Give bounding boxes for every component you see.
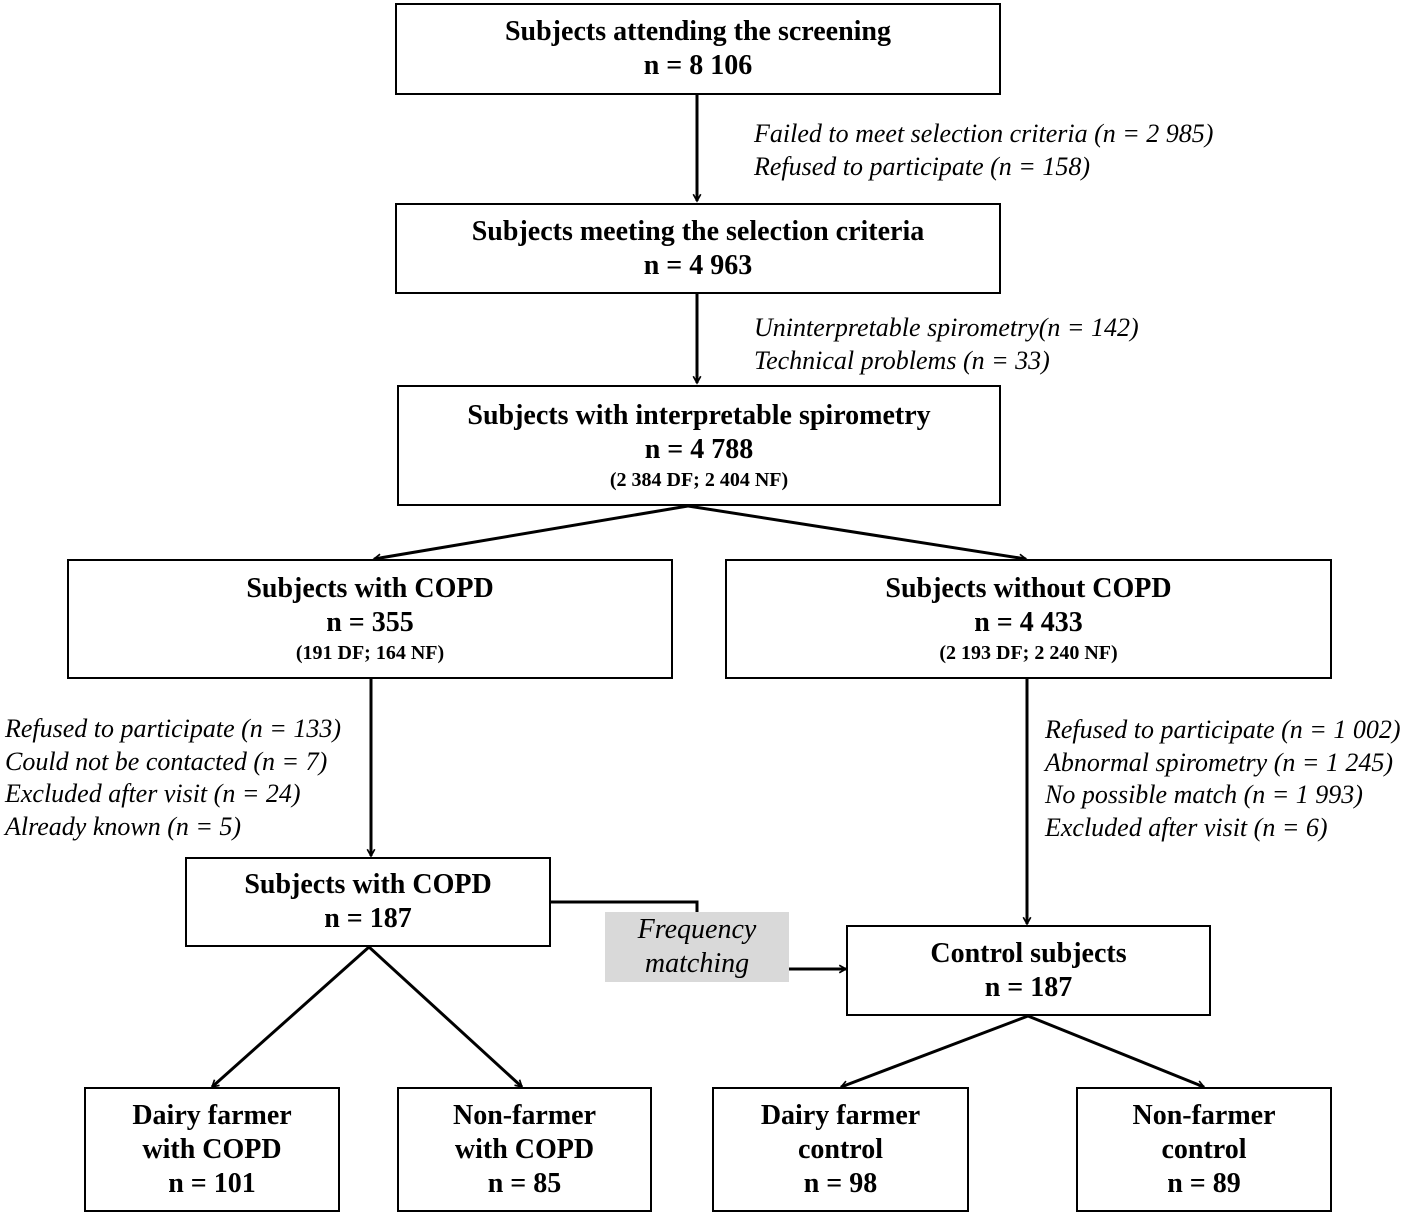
note-line: Excluded after visit (n = 24) — [5, 779, 301, 808]
df-control-line2: control — [797, 1133, 884, 1165]
without-copd-breakdown: (2 193 DF; 2 240 NF) — [939, 642, 1118, 664]
note-line: Failed to meet selection criteria (n = 2… — [754, 119, 1214, 148]
nf-copd-line2: with COPD — [454, 1133, 595, 1165]
selection-box: Subjects meeting the selection criteria … — [395, 203, 1001, 294]
interpretable-breakdown: (2 384 DF; 2 404 NF) — [609, 468, 789, 491]
arrow-to-with-copd — [374, 504, 689, 559]
df-copd-count: n = 101 — [168, 1167, 256, 1199]
selection-count: n = 4 963 — [643, 249, 753, 281]
nf-control-count: n = 89 — [1167, 1167, 1241, 1199]
copd-final-box: Subjects with COPD n = 187 — [185, 857, 551, 947]
nf-copd-box: Non-farmer with COPD n = 85 — [397, 1087, 652, 1212]
arrow-to-df-copd — [212, 945, 370, 1087]
arrow-to-nf-control — [1027, 1014, 1204, 1087]
without-copd-title: Subjects without COPD — [885, 573, 1172, 604]
screening-exclusions-note: Failed to meet selection criteria (n = 2… — [754, 118, 1213, 183]
without-copd-count: n = 4 433 — [974, 607, 1083, 638]
selection-title: Subjects meeting the selection criteria — [471, 215, 925, 247]
df-copd-line2: with COPD — [142, 1133, 282, 1165]
df-copd-line1: Dairy farmer — [132, 1099, 292, 1131]
note-line: Technical problems (n = 33) — [754, 345, 1050, 375]
control-count: n = 187 — [984, 971, 1073, 1003]
df-control-count: n = 98 — [803, 1167, 878, 1199]
arrow-to-without-copd — [687, 504, 1026, 559]
arrow-to-df-control — [841, 1014, 1029, 1087]
df-copd-box: Dairy farmer with COPD n = 101 — [84, 1087, 340, 1212]
note-line: Abnormal spirometry (n = 1 245) — [1045, 747, 1394, 777]
note-line: Already known (n = 5) — [5, 811, 242, 841]
interpretable-count: n = 4 788 — [644, 433, 754, 465]
note-line: No possible match (n = 1 993) — [1045, 780, 1363, 809]
with-copd-breakdown: (191 DF; 164 NF) — [295, 642, 445, 664]
interpretable-title: Subjects with interpretable spirometry — [467, 399, 931, 431]
with-copd-box: Subjects with COPD n = 355 (191 DF; 164 … — [67, 559, 673, 679]
with-copd-count: n = 355 — [326, 607, 414, 638]
nf-control-line1: Non-farmer — [1132, 1099, 1276, 1131]
with-copd-title: Subjects with COPD — [246, 573, 494, 604]
nf-copd-count: n = 85 — [487, 1167, 562, 1199]
frequency-matching-bracket — [551, 900, 699, 912]
without-copd-box: Subjects without COPD n = 4 433 (2 193 D… — [725, 559, 1332, 679]
screening-count: n = 8 106 — [643, 50, 753, 81]
copd-final-count: n = 187 — [324, 903, 412, 934]
frequency-matching-line2: matching — [644, 948, 750, 979]
note-line: Refused to participate (n = 1 002) — [1045, 715, 1401, 744]
nf-control-line2: control — [1161, 1133, 1247, 1165]
control-title: Control subjects — [930, 937, 1127, 969]
nf-control-box: Non-farmer control n = 89 — [1076, 1087, 1332, 1212]
note-line: Uninterpretable spirometry(n = 142) — [754, 313, 1139, 342]
interpretable-box: Subjects with interpretable spirometry n… — [397, 385, 1001, 506]
df-control-box: Dairy farmer control n = 98 — [712, 1087, 969, 1212]
copd-final-title: Subjects with COPD — [244, 869, 492, 900]
frequency-matching-label: Frequency matching — [605, 912, 789, 982]
screening-title: Subjects attending the screening — [504, 16, 892, 47]
spirometry-exclusions-note: Uninterpretable spirometry(n = 142) Tech… — [754, 312, 1139, 377]
copd-exclusions-note: Refused to participate (n = 133) Could n… — [5, 713, 341, 843]
control-exclusions-note: Refused to participate (n = 1 002) Abnor… — [1045, 714, 1400, 844]
control-box: Control subjects n = 187 — [846, 925, 1211, 1016]
note-line: Could not be contacted (n = 7) — [5, 746, 328, 776]
arrow-to-nf-copd — [367, 945, 522, 1087]
note-line: Refused to participate (n = 133) — [5, 714, 341, 743]
nf-copd-line1: Non-farmer — [452, 1099, 597, 1131]
frequency-matching-line1: Frequency — [637, 914, 757, 945]
note-line: Excluded after visit (n = 6) — [1045, 812, 1328, 842]
screening-box: Subjects attending the screening n = 8 1… — [395, 3, 1001, 95]
note-line: Refused to participate (n = 158) — [754, 151, 1090, 181]
df-control-line1: Dairy farmer — [760, 1099, 921, 1131]
